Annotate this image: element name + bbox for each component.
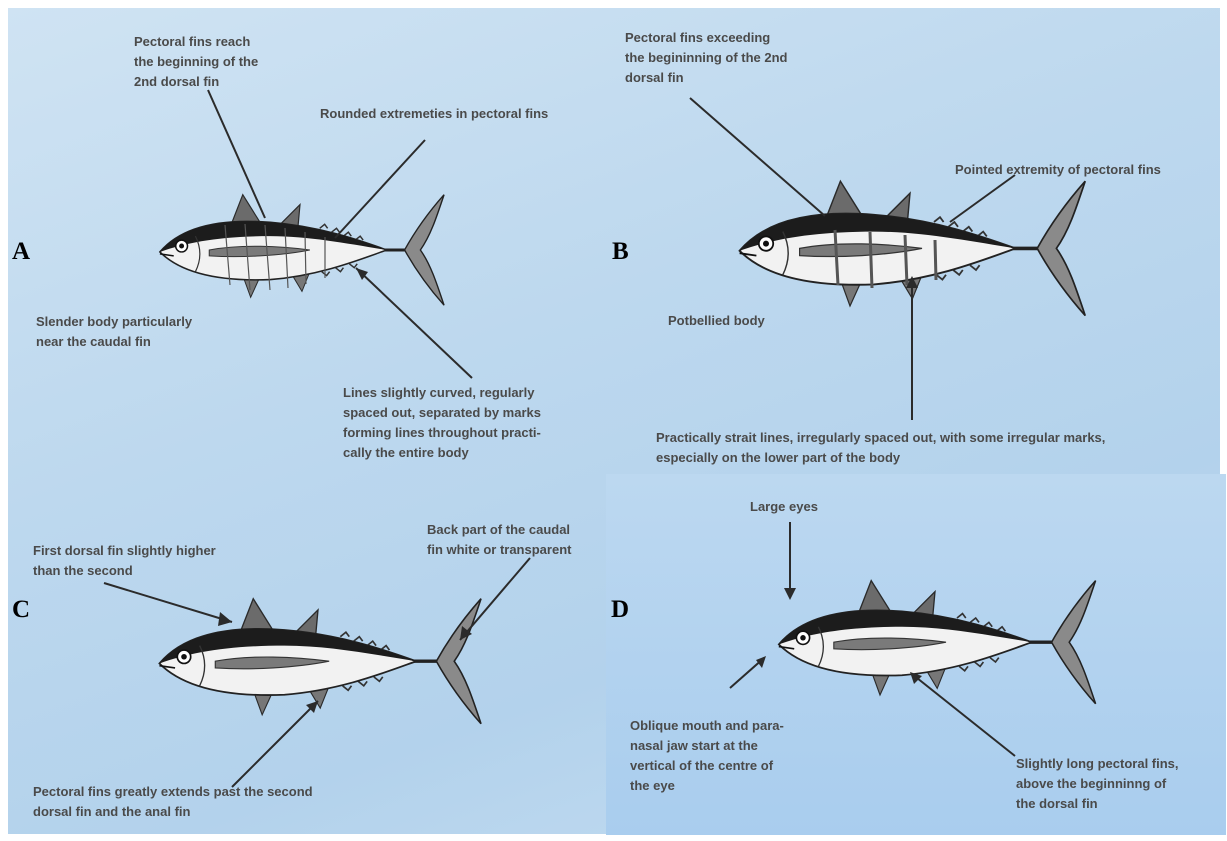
note-pectoral-reach: Pectoral fins reach the beginning of the…	[134, 32, 304, 92]
panel-label-d: D	[611, 596, 629, 624]
note-curved-lines: Lines slightly curved, regularly spaced …	[343, 383, 603, 463]
note-slender-body: Slender body particularly near the cauda…	[36, 312, 256, 352]
tuna-illustration-c	[159, 599, 481, 724]
note-pectoral-extends: Pectoral fins greatly extends past the s…	[33, 782, 373, 822]
note-strait-lines: Practically strait lines, irregularly sp…	[656, 428, 1216, 468]
panel-label-c: C	[12, 596, 30, 624]
note-potbellied-body: Potbellied body	[668, 311, 818, 331]
note-caudal-back: Back part of the caudal fin white or tra…	[427, 520, 602, 560]
note-first-dorsal: First dorsal fin slightly higher than th…	[33, 541, 273, 581]
note-large-eyes: Large eyes	[750, 497, 870, 517]
panel-label-a: A	[12, 238, 30, 266]
note-pointed-extremity: Pointed extremity of pectoral fins	[955, 160, 1223, 180]
note-oblique-mouth: Oblique mouth and para- nasal jaw start …	[630, 716, 840, 796]
note-pectoral-exceeding: Pectoral fins exceeding the begininning …	[625, 28, 835, 88]
panel-label-b: B	[612, 238, 629, 266]
tuna-illustration-a	[160, 195, 444, 306]
tuna-illustration-d	[779, 581, 1096, 704]
note-long-pectoral: Slightly long pectoral fins, above the b…	[1016, 754, 1221, 814]
note-rounded-extremities: Rounded extremeties in pectoral fins	[320, 104, 610, 124]
